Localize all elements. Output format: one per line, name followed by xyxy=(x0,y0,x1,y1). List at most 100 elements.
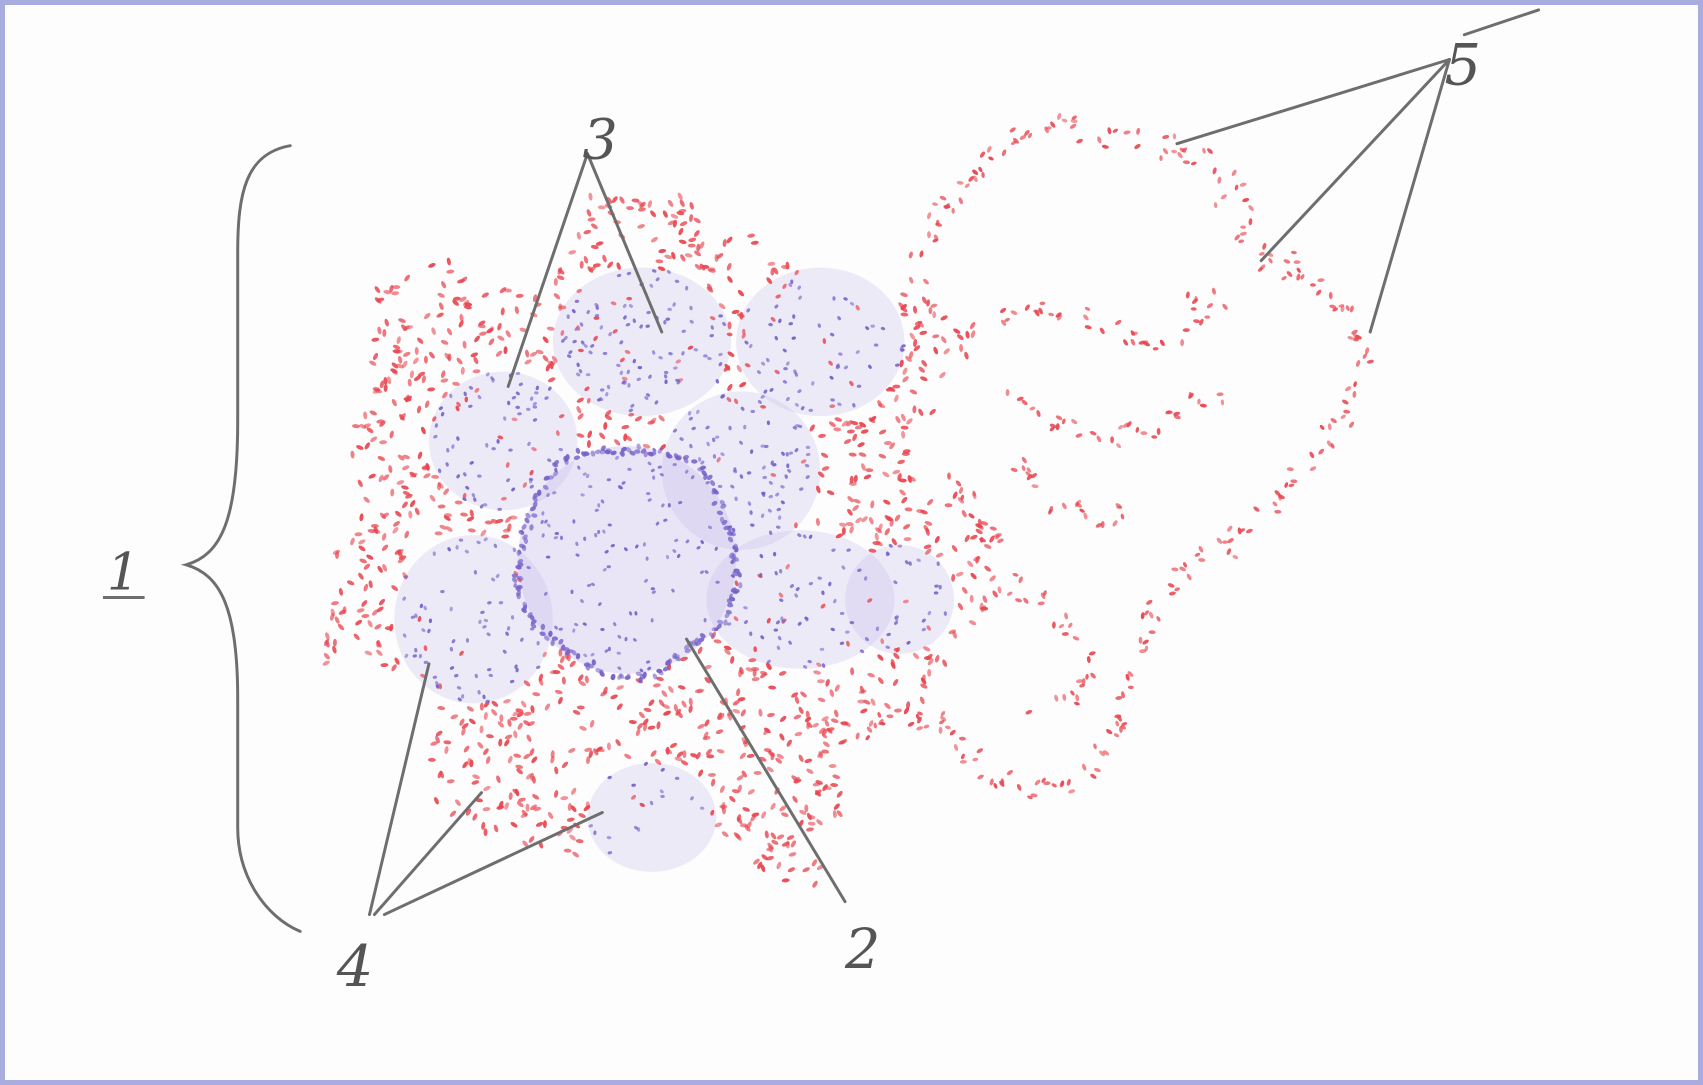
red-dot xyxy=(970,330,976,339)
red-dot xyxy=(333,639,337,647)
red-dot xyxy=(656,721,661,729)
red-dot xyxy=(829,689,835,698)
outline-dot xyxy=(1135,427,1140,434)
outline-dot xyxy=(812,722,820,728)
red-dot xyxy=(769,832,777,841)
red-dot xyxy=(787,866,796,873)
outline-dot xyxy=(1093,767,1101,773)
red-dot xyxy=(679,199,686,208)
outline-dot xyxy=(958,487,964,495)
red-dot xyxy=(322,660,331,667)
outline-dot xyxy=(1221,303,1228,311)
red-dot xyxy=(505,329,512,338)
outline-dot xyxy=(922,278,930,286)
red-dot xyxy=(900,312,908,317)
red-dot xyxy=(359,513,364,521)
outline-dot xyxy=(1183,160,1190,164)
red-dot xyxy=(363,563,372,571)
red-dot xyxy=(568,249,577,255)
red-dot xyxy=(437,705,445,710)
red-dot xyxy=(890,661,897,670)
outline-dot xyxy=(1286,270,1294,278)
outline-dot xyxy=(1226,525,1233,533)
red-dot xyxy=(527,720,536,727)
red-dot xyxy=(440,378,449,384)
outline-dot xyxy=(1217,176,1222,184)
red-dot xyxy=(926,498,934,506)
outline-dot xyxy=(1290,479,1297,483)
outline-dot xyxy=(868,719,875,727)
red-dot xyxy=(649,209,657,218)
red-dot xyxy=(396,336,402,345)
outline-dot xyxy=(951,208,954,214)
red-dot xyxy=(904,537,912,541)
red-dot xyxy=(902,367,909,376)
outline-dot xyxy=(1293,260,1300,264)
outline-dot xyxy=(1089,773,1097,780)
red-dot xyxy=(688,698,693,706)
red-dot xyxy=(547,811,554,820)
outline-dot xyxy=(997,586,1002,594)
outline-dot xyxy=(1165,410,1172,415)
red-dot xyxy=(580,261,584,269)
outline-dot xyxy=(1016,783,1022,791)
red-dot xyxy=(516,294,524,299)
red-dot xyxy=(469,509,475,518)
red-dot xyxy=(446,269,454,274)
red-dot xyxy=(531,793,540,801)
outline-dot xyxy=(1110,436,1114,443)
red-dot xyxy=(667,685,675,694)
red-dot xyxy=(394,510,403,518)
red-dot xyxy=(423,472,432,479)
red-dot xyxy=(778,670,787,677)
outline-dot xyxy=(1341,399,1349,406)
red-dot xyxy=(667,199,675,208)
red-dot xyxy=(380,663,388,667)
outline-dot xyxy=(1238,239,1245,244)
red-dot xyxy=(616,262,622,271)
red-dot xyxy=(371,337,379,342)
outline-dot xyxy=(972,757,978,761)
outline-dot xyxy=(1099,327,1106,335)
outline-dot xyxy=(1186,291,1191,299)
purple-lobe xyxy=(587,763,716,872)
red-dot xyxy=(446,257,451,266)
leader-lines-2 xyxy=(687,639,846,902)
red-dot xyxy=(438,302,445,311)
red-dot xyxy=(629,720,637,725)
red-dot xyxy=(547,376,556,383)
red-dot xyxy=(802,866,811,873)
red-dot xyxy=(669,742,678,749)
red-dot xyxy=(721,830,730,838)
red-dot xyxy=(369,435,378,443)
red-dot xyxy=(354,619,363,627)
red-dot xyxy=(576,231,581,240)
red-dot xyxy=(901,425,909,429)
red-dot xyxy=(900,292,909,298)
red-dot xyxy=(697,723,706,730)
outline-dot xyxy=(1115,442,1122,449)
outline-dot xyxy=(855,732,860,740)
red-dot xyxy=(919,330,928,336)
red-dot xyxy=(655,259,663,264)
outline-dot xyxy=(968,512,976,519)
outline-dot xyxy=(932,202,939,207)
red-dot xyxy=(417,451,423,460)
red-dot xyxy=(414,507,421,516)
red-dot xyxy=(378,598,386,606)
red-dot xyxy=(513,730,518,739)
red-dot xyxy=(846,522,854,527)
rim-dot xyxy=(565,454,569,460)
red-dot xyxy=(440,370,446,379)
red-dot xyxy=(805,768,814,775)
outline-dot xyxy=(919,250,924,258)
red-dot xyxy=(430,327,436,336)
label-1: 1 xyxy=(107,543,140,603)
red-dot xyxy=(437,292,446,299)
red-dot xyxy=(388,465,393,473)
red-dot xyxy=(715,728,724,735)
red-dot xyxy=(375,649,383,657)
red-dot xyxy=(450,714,459,721)
purple-dot xyxy=(780,616,783,621)
red-dot xyxy=(525,734,532,743)
